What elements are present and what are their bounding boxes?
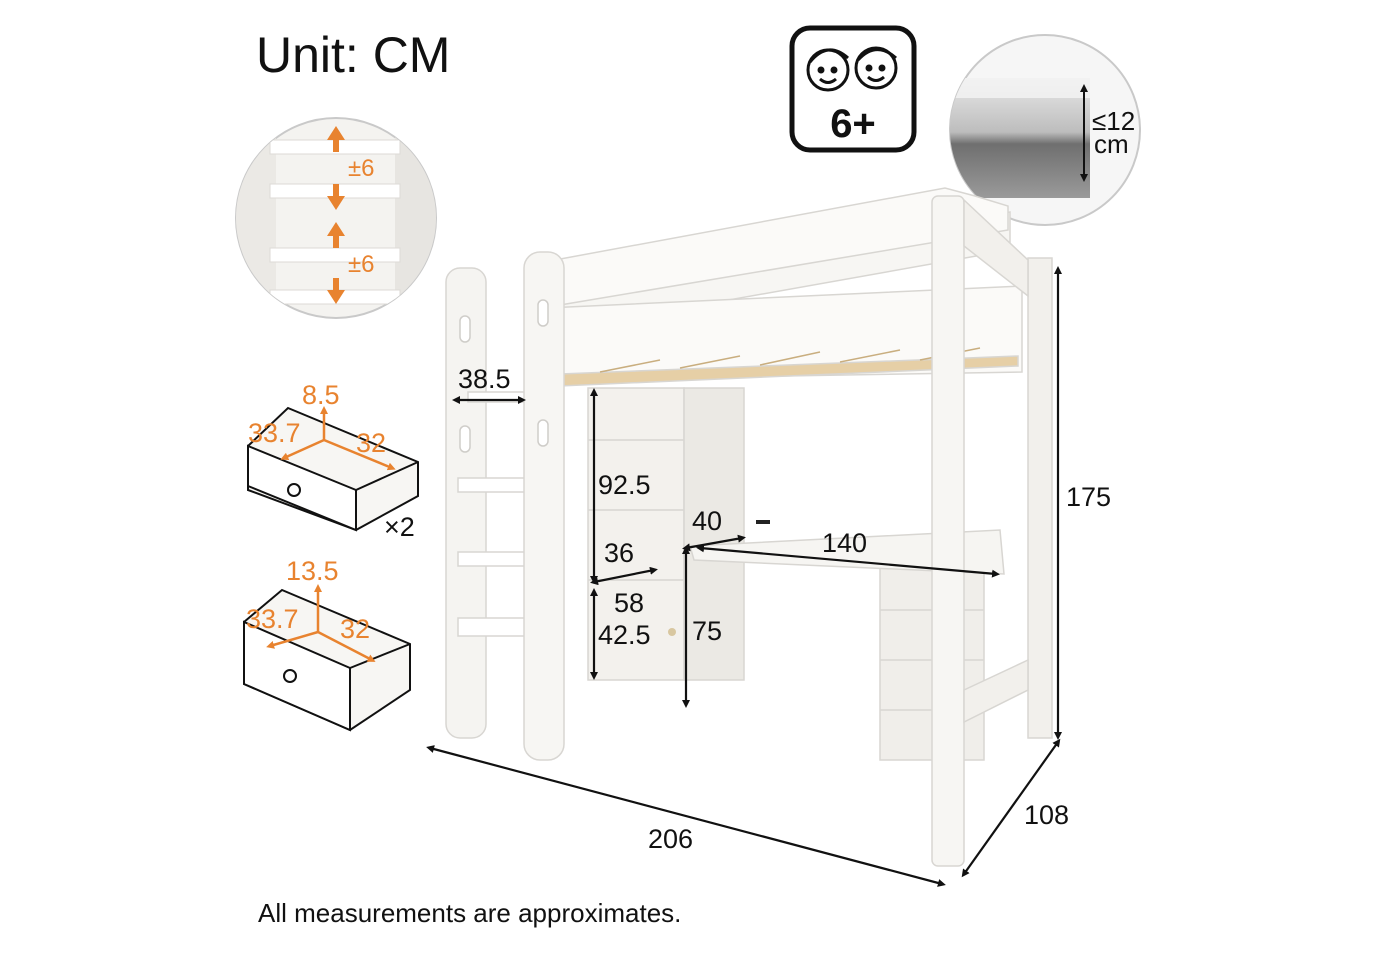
adjust-arrows-icon: [327, 126, 345, 304]
ladder-step-up-label: ±6: [348, 155, 375, 182]
drawer-small-depth: 33.7: [248, 418, 301, 448]
drawer-knob-icon: [287, 483, 301, 497]
mattress-thickness-unit: cm: [1094, 129, 1129, 159]
drawer-large-width: 32: [340, 614, 370, 644]
dim-desk-length: 140: [822, 528, 867, 558]
age-badge-label: 6+: [830, 102, 876, 146]
dim-ladder-width: 38.5: [458, 364, 511, 394]
dim-desk-height: 75: [692, 616, 722, 646]
dim-total-length: 206: [648, 824, 693, 854]
kids-faces-icon: [806, 46, 898, 92]
dimension-lines: [426, 266, 1062, 887]
dim-cabinet-height: 42.5: [598, 620, 651, 650]
unit-title: Unit: CM: [256, 27, 450, 83]
dim-cabinet-width: 58: [614, 588, 644, 618]
loft-bed-illustration: [445, 187, 1053, 867]
footnote: All measurements are approximates.: [258, 898, 681, 928]
dim-gap: 40: [692, 506, 722, 536]
ladder-adjust-callout: ±6 ±6: [235, 117, 437, 319]
dim-shelf-height: 92.5: [598, 470, 651, 500]
drawer-small-count: ×2: [384, 512, 415, 542]
drawer-large-height: 13.5: [286, 556, 339, 586]
mattress-callout: ≤12 cm: [949, 34, 1141, 226]
drawer-knob-icon: [283, 669, 297, 683]
dim-shelf-depth: 36: [604, 538, 634, 568]
ladder-step-down-label: ±6: [348, 251, 375, 278]
drawer-large-depth: 33.7: [246, 604, 299, 634]
drawer-small-height: 8.5: [302, 380, 340, 410]
dim-total-depth: 108: [1024, 800, 1069, 830]
mattress-thickness-value: ≤12: [1092, 106, 1135, 136]
drawer-small-width: 32: [356, 428, 386, 458]
dim-total-height: 175: [1066, 482, 1111, 512]
drawer-small-illustration: 8.5 33.7 32 ×2: [247, 380, 419, 542]
age-badge: 6+: [789, 25, 917, 153]
drawer-large-illustration: 13.5 33.7 32: [243, 556, 411, 732]
